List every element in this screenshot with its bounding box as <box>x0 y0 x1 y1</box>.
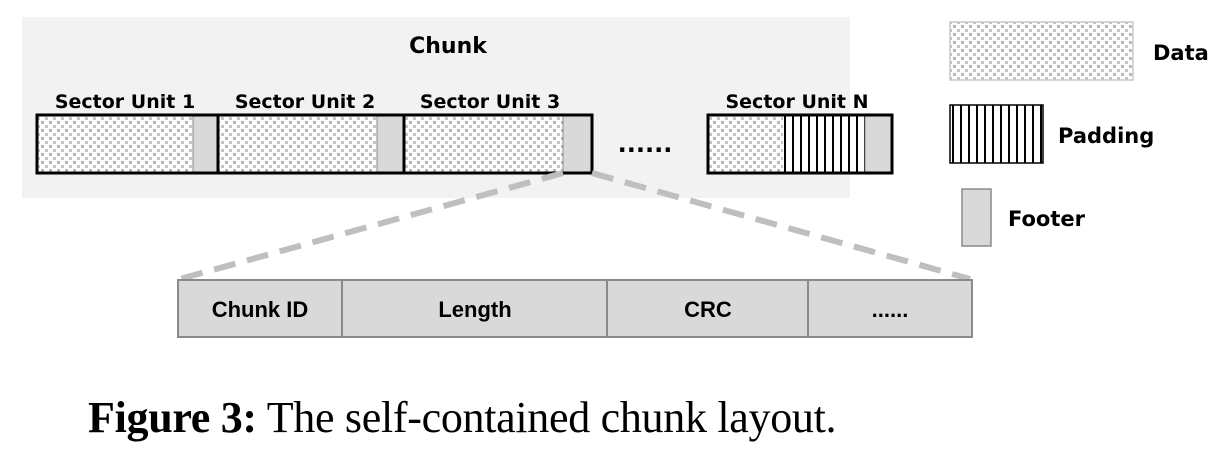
legend-label: Footer <box>1008 207 1086 231</box>
sector-unit-border <box>402 113 594 175</box>
legend-item-data: Data <box>949 21 1209 81</box>
figure-caption-text: The self-contained chunk layout. <box>256 393 837 442</box>
legend: Data Padding Footer <box>949 21 1209 247</box>
sector-unit-3: Sector Unit 3 <box>402 91 594 175</box>
legend-label: Data <box>1153 41 1209 65</box>
padding-segment <box>783 115 865 173</box>
sector-unit-1: Sector Unit 1 <box>35 91 220 175</box>
footer-segment <box>562 114 593 174</box>
figure-number: Figure 3: <box>88 393 257 442</box>
footer-swatch <box>961 188 992 247</box>
data-segment <box>708 115 783 173</box>
field-more: ...... <box>872 297 909 322</box>
data-segment <box>404 115 563 173</box>
padding-swatch <box>949 104 1044 164</box>
footer-segment <box>864 114 893 174</box>
field-chunk-id: Chunk ID <box>212 297 309 322</box>
sector-unit-label: Sector Unit 2 <box>235 91 375 113</box>
field-crc: CRC <box>684 297 732 322</box>
data-segment <box>37 115 193 173</box>
sector-unit-border <box>706 113 894 175</box>
sector-units-ellipsis: ...... <box>618 130 673 158</box>
sector-unit-label: Sector Unit N <box>725 91 868 113</box>
field-length: Length <box>438 297 511 322</box>
chunk-label: Chunk <box>409 34 488 59</box>
sector-unit-label: Sector Unit 3 <box>420 91 560 113</box>
footer-fields-background <box>177 279 973 338</box>
sector-unit-label: Sector Unit 1 <box>55 91 195 113</box>
footer-fields-table: Chunk ID Length CRC ...... <box>177 279 973 338</box>
legend-label: Padding <box>1058 124 1154 148</box>
figure-caption: Figure 3: The self-contained chunk layou… <box>88 392 837 443</box>
data-segment <box>218 115 377 173</box>
sector-unit-n: Sector Unit N <box>706 91 894 175</box>
footer-segment <box>376 114 405 174</box>
legend-item-footer: Footer <box>961 188 1086 247</box>
chunk-layout-diagram: Chunk Sector Unit 1 Sector Unit 2 Sector… <box>22 17 1209 338</box>
data-swatch <box>949 21 1134 81</box>
legend-item-padding: Padding <box>949 104 1154 164</box>
footer-segment <box>192 114 219 174</box>
zoom-line-right <box>591 170 971 282</box>
